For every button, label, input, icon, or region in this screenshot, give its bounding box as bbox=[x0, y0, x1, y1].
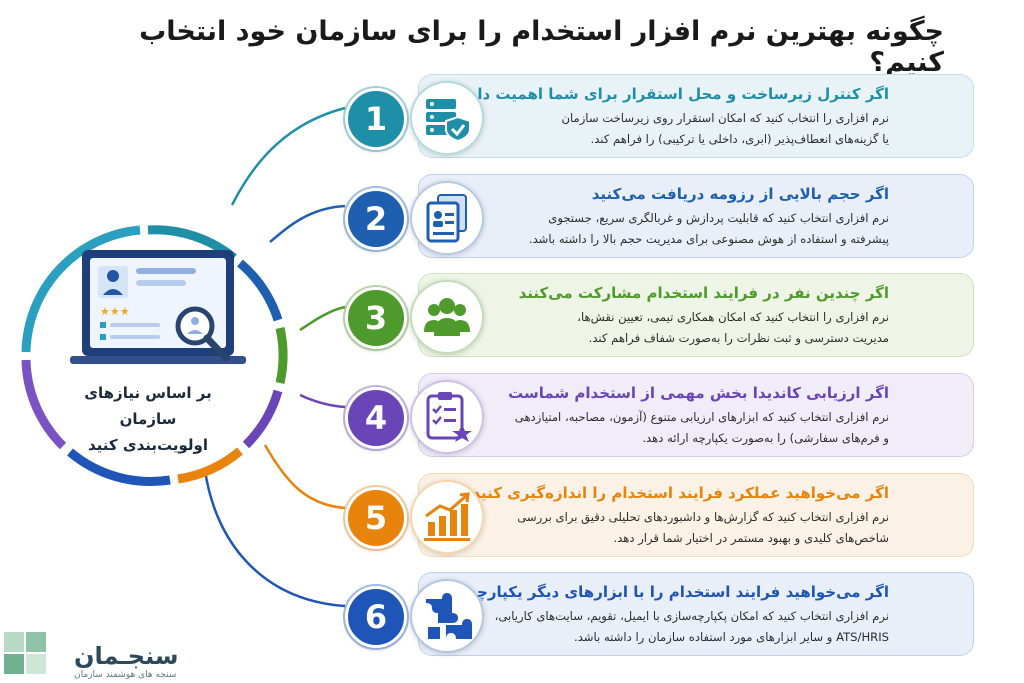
criterion-card-4: اگر ارزیابی کاندیدا بخش مهمی از استخدام … bbox=[418, 373, 974, 457]
magnifier-icon bbox=[175, 306, 230, 362]
criterion-title: اگر می‌خواهید عملکرد فرایند استخدام را ا… bbox=[472, 484, 889, 502]
svg-text:★★★: ★★★ bbox=[100, 305, 130, 318]
criterion-description-line2: مدیریت دسترسی و ثبت نظرات را به‌صورت شفا… bbox=[588, 331, 889, 345]
connector-6 bbox=[203, 469, 346, 608]
criterion-description-line2: شاخص‌های کلیدی و بهبود مستمر در اختیار ش… bbox=[613, 531, 889, 545]
logo-tagline: سنجه های هوشمند سازمان bbox=[74, 670, 177, 680]
criterion-title: اگر چندین نفر در فرایند استخدام مشارکت م… bbox=[518, 284, 889, 302]
criterion-description-line1: نرم افزاری انتخاب کنید که ابزارهای ارزیا… bbox=[514, 410, 889, 424]
page-title: چگونه بهترین نرم افزار استخدام را برای س… bbox=[139, 16, 944, 78]
criterion-description-line1: نرم افزاری انتخاب کنید که قابلیت پردازش … bbox=[548, 211, 889, 225]
center-label-line1: بر اساس نیازهای سازمان bbox=[84, 384, 212, 428]
connector-1 bbox=[230, 106, 346, 206]
step-number-6: 6 bbox=[343, 584, 409, 650]
criterion-card-1: اگر کنترل زیرساخت و محل استقرار برای شما… bbox=[418, 74, 974, 158]
connector-4 bbox=[299, 393, 346, 409]
criterion-card-2: اگر حجم بالایی از رزومه دریافت می‌کنید نر… bbox=[418, 174, 974, 258]
logo-squares-icon bbox=[4, 632, 46, 674]
team-people-icon bbox=[410, 280, 484, 354]
criterion-description-line1: نرم افزاری انتخاب کنید که امکان پکپارچه‌… bbox=[494, 609, 889, 623]
center-label: بر اساس نیازهای سازمان اولویت‌بندی کنید bbox=[58, 380, 238, 458]
criterion-title: اگر ارزیابی کاندیدا بخش مهمی از استخدام … bbox=[508, 384, 889, 402]
connector-2 bbox=[269, 204, 346, 243]
criterion-description-line1: نرم افزاری انتخاب کنید که گزارش‌ها و داش… bbox=[517, 510, 889, 524]
center-label-line2: اولویت‌بندی کنید bbox=[87, 436, 209, 454]
criterion-description-line1: نرم افزاری را انتخاب کنید که امکان استقر… bbox=[561, 111, 889, 125]
criterion-card-5: اگر می‌خواهید عملکرد فرایند استخدام را ا… bbox=[418, 473, 974, 557]
criterion-title: اگر حجم بالایی از رزومه دریافت می‌کنید bbox=[591, 185, 889, 203]
criterion-description-line2: و فرم‌های سفارشی) را به‌صورت یکپارچه ارا… bbox=[642, 431, 889, 445]
step-number-3: 3 bbox=[343, 285, 409, 351]
server-shield-icon bbox=[410, 81, 484, 155]
puzzle-pieces-icon bbox=[410, 579, 484, 653]
step-number-4: 4 bbox=[343, 385, 409, 451]
criterion-description-line1: نرم افزاری را انتخاب کنید که امکان همکار… bbox=[577, 310, 889, 324]
resume-documents-icon bbox=[410, 181, 484, 255]
step-number-5: 5 bbox=[343, 485, 409, 551]
connector-3 bbox=[299, 305, 346, 332]
step-number-2: 2 bbox=[343, 186, 409, 252]
checklist-star-icon bbox=[410, 380, 484, 454]
connector-5 bbox=[263, 444, 346, 510]
growth-chart-icon bbox=[410, 480, 484, 554]
logo-name: سنجـمان bbox=[74, 642, 179, 670]
criterion-title: اگر می‌خواهید فرایند استخدام را با ابزار… bbox=[433, 583, 889, 601]
criterion-title: اگر کنترل زیرساخت و محل استقرار برای شما… bbox=[461, 85, 889, 103]
step-number-1: 1 bbox=[343, 86, 409, 152]
criterion-card-6: اگر می‌خواهید فرایند استخدام را با ابزار… bbox=[418, 572, 974, 656]
criterion-description-line2: ATS/HRIS و سایر ابزارهای مورد استفاده سا… bbox=[574, 630, 889, 644]
criterion-card-3: اگر چندین نفر در فرایند استخدام مشارکت م… bbox=[418, 273, 974, 357]
criterion-description-line2: پیشرفته و استفاده از هوش مصنوعی برای مدی… bbox=[528, 232, 889, 246]
criterion-description-line2: یا گزینه‌های انعطاف‌پذیر (ابری، داخلی یا… bbox=[590, 132, 889, 146]
